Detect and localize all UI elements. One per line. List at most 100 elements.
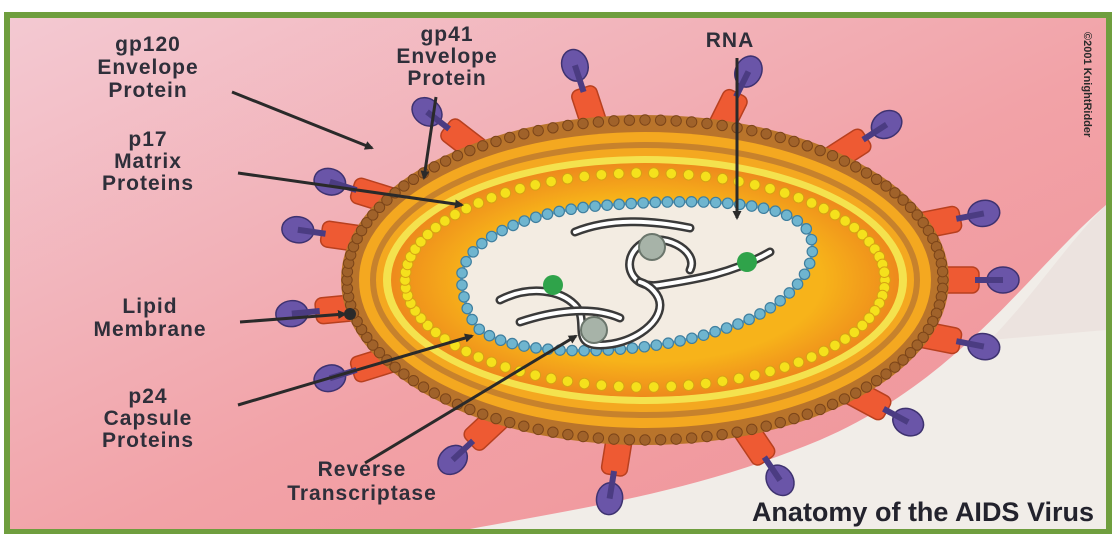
membrane-bead (382, 195, 392, 205)
membrane-bead (519, 129, 529, 139)
capsid-bead (484, 330, 494, 340)
capsid-bead (765, 303, 775, 313)
membrane-bead (593, 433, 603, 443)
capsid-bead (744, 314, 754, 324)
matrix-dot (596, 380, 607, 391)
matrix-dot (793, 192, 804, 203)
capsid-bead (566, 204, 576, 214)
membrane-bead (815, 404, 825, 414)
capsid-bead (495, 335, 505, 345)
label-rt-line2: Transcriptase (287, 482, 437, 505)
capsid-bead (733, 319, 743, 329)
matrix-dot (717, 376, 728, 387)
membrane-bead (640, 435, 650, 445)
label-rna-line1: RNA (706, 29, 755, 52)
matrix-dot (793, 357, 804, 368)
matrix-dot (717, 173, 728, 184)
capsid-bead (457, 280, 467, 290)
membrane-bead (702, 431, 712, 441)
matrix-dot (849, 327, 860, 338)
virus-particle (341, 115, 949, 445)
membrane-bead (491, 136, 501, 146)
integrase-left (543, 275, 563, 295)
matrix-dot (879, 267, 890, 278)
matrix-dot (765, 183, 776, 194)
membrane-bead (505, 132, 515, 142)
membrane-bead (717, 120, 727, 130)
matrix-dot (613, 381, 624, 392)
capsid-bead (755, 309, 765, 319)
label-lipid-line1: Lipid (122, 295, 177, 318)
capsid-bead (710, 326, 720, 336)
membrane-bead (519, 421, 529, 431)
membrane-bead (655, 435, 665, 445)
capsid-bead (459, 292, 469, 302)
membrane-bead (761, 129, 771, 139)
matrix-dot (818, 203, 829, 214)
matrix-dot (546, 373, 557, 384)
capsid-bead (801, 224, 811, 234)
matrix-dot (631, 168, 642, 179)
label-p24-line1: p24 (128, 385, 167, 408)
membrane-bead (789, 413, 799, 423)
membrane-bead (440, 394, 450, 404)
membrane-bead (686, 117, 696, 127)
membrane-bead (491, 413, 501, 423)
membrane-bead (609, 116, 619, 126)
membrane-bead (609, 434, 619, 444)
capsid-bead (519, 216, 529, 226)
capsid-bead (781, 210, 791, 220)
membrane-bead (861, 168, 871, 178)
label-p17-line3: Proteins (102, 172, 194, 195)
label-gp41-line3: Protein (407, 67, 486, 90)
membrane-bead (578, 431, 588, 441)
membrane-bead (533, 424, 543, 434)
capsid-bead (531, 343, 541, 353)
membrane-bead (775, 417, 785, 427)
capsid-bead (775, 296, 785, 306)
matrix-dot (546, 176, 557, 187)
capsid-bead (651, 340, 661, 350)
matrix-dot (765, 366, 776, 377)
label-gp120-line2: Envelope (97, 56, 198, 79)
matrix-dot (840, 216, 851, 227)
membrane-bead (548, 123, 558, 133)
label-rt-line1: Reverse (318, 458, 407, 481)
capsid-bead (627, 343, 637, 353)
capsid-bead (602, 200, 612, 210)
matrix-dot (515, 183, 526, 194)
capsid-bead (792, 279, 802, 289)
membrane-bead (563, 429, 573, 439)
membrane-bead (732, 427, 742, 437)
membrane-bead (390, 362, 400, 372)
membrane-bead (624, 115, 634, 125)
membrane-bead (399, 181, 409, 191)
capsid-bead (698, 330, 708, 340)
membrane-bead (548, 427, 558, 437)
matrix-dot (430, 222, 441, 233)
membrane-bead (399, 369, 409, 379)
label-rna: RNA (706, 29, 755, 52)
matrix-dot (486, 192, 497, 203)
membrane-bead (418, 382, 428, 392)
membrane-bead (890, 362, 900, 372)
label-lipid-line2: Membrane (93, 318, 206, 341)
capsid-bead (804, 258, 814, 268)
matrix-dot (648, 168, 659, 179)
matrix-dot (631, 382, 642, 393)
membrane-bead (871, 174, 881, 184)
membrane-bead (440, 156, 450, 166)
membrane-bead (717, 429, 727, 439)
copyright-credit: ©2001 KnightRidder (1081, 32, 1093, 138)
capsid-bead (799, 269, 809, 279)
membrane-bead (881, 369, 891, 379)
membrane-bead (578, 118, 588, 128)
matrix-dot (579, 171, 590, 182)
capsid-bead (461, 256, 471, 266)
matrix-dot (461, 203, 472, 214)
membrane-bead (851, 162, 861, 172)
matrix-dot (450, 209, 461, 220)
capsid-bead (675, 336, 685, 346)
capsid-bead (723, 198, 733, 208)
